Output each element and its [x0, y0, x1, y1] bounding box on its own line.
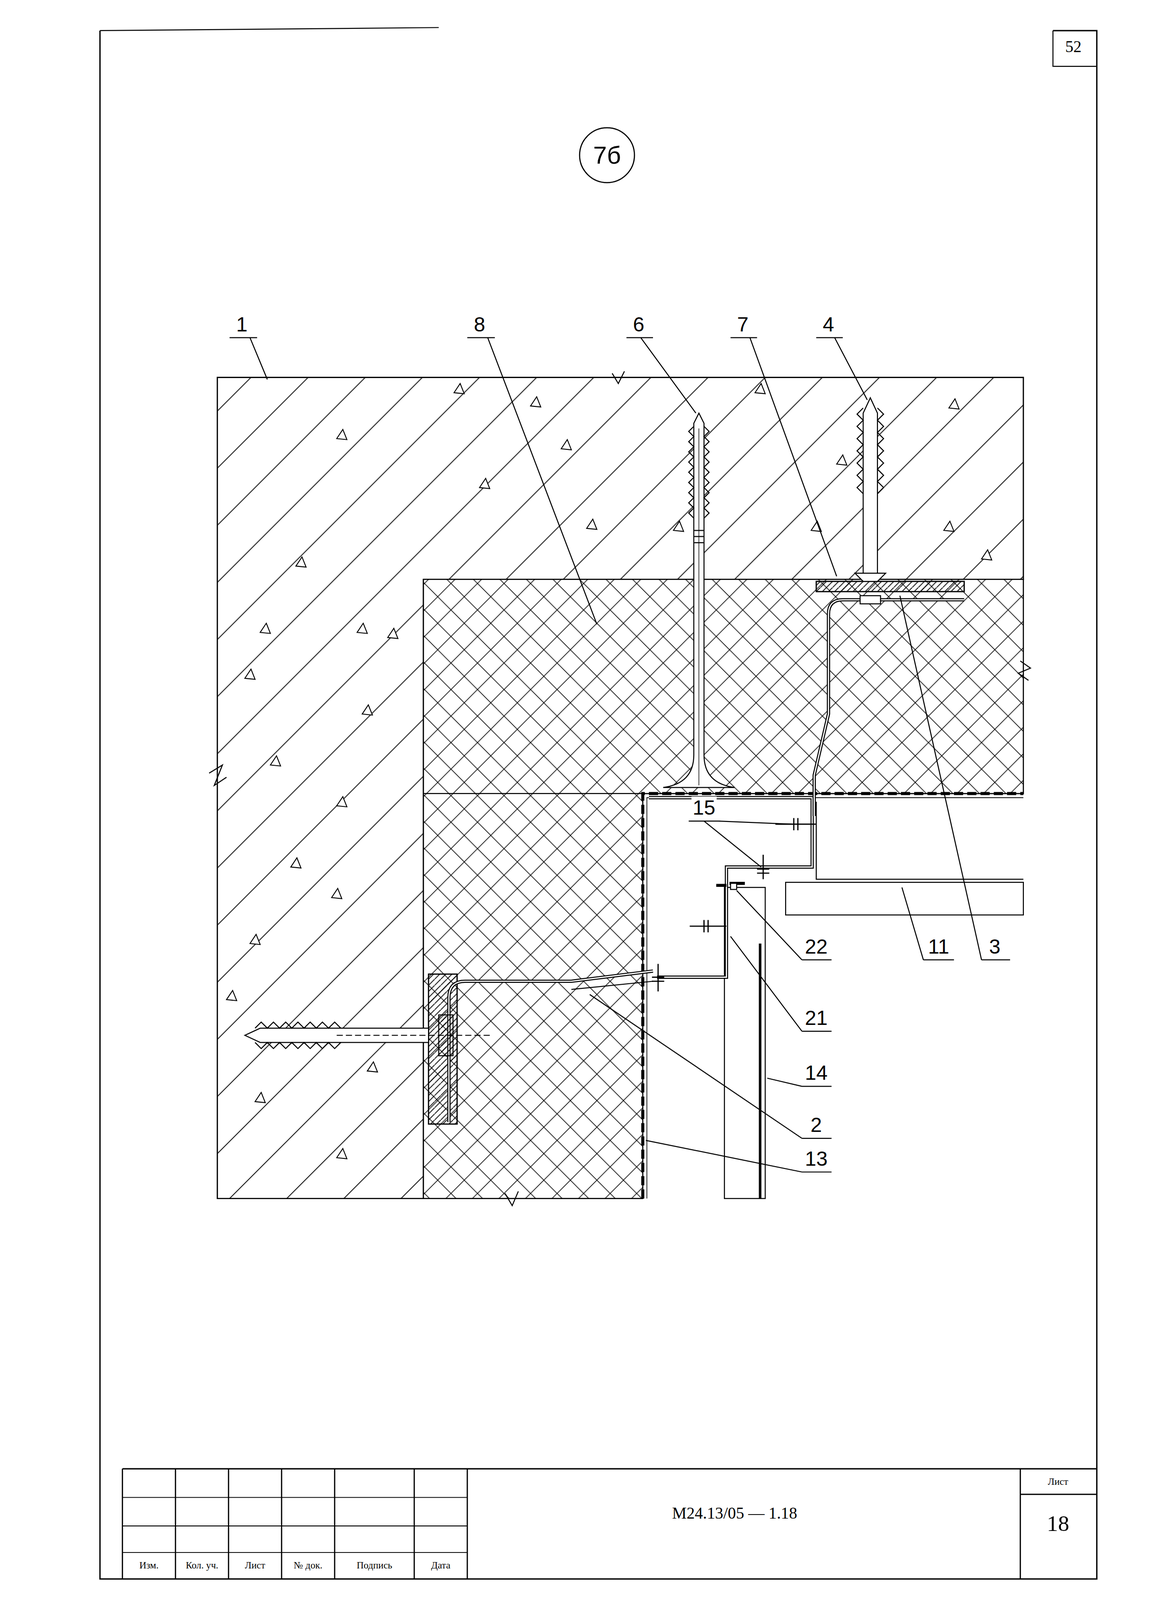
- leader-line: [229, 337, 1011, 1173]
- label-text: Изм.: [139, 1560, 159, 1572]
- anchor-dowel: [855, 397, 886, 582]
- label-text: 11: [928, 935, 950, 958]
- label-text: 8: [473, 313, 486, 336]
- anchor-dowel: [244, 1015, 490, 1056]
- break-mark: [612, 371, 625, 384]
- insulation: [423, 579, 1024, 1199]
- callout-number: 4: [821, 313, 836, 336]
- stamp-cell: Подпись: [355, 1560, 394, 1572]
- document-code: М24.13/05 — 1.18: [670, 1505, 799, 1524]
- label-text: 52: [1065, 37, 1082, 56]
- label-text: Лист: [245, 1560, 266, 1572]
- stamp-cell: Дата: [429, 1560, 452, 1572]
- insulation-dowel: [663, 413, 735, 788]
- wind-membrane: [642, 793, 1024, 1199]
- label-text: Подпись: [356, 1560, 393, 1572]
- label-text: 18: [1046, 1511, 1070, 1537]
- stamp-cell: № док.: [292, 1560, 324, 1572]
- stamp-cell: Изм.: [138, 1560, 161, 1572]
- label-text: № док.: [294, 1560, 323, 1572]
- label-text: Кол. уч.: [185, 1560, 219, 1572]
- callout-number: 21: [803, 1006, 830, 1030]
- detail-marker-text: 7б: [593, 141, 621, 170]
- label-text: 3: [989, 935, 1001, 958]
- label-text: 22: [804, 935, 828, 958]
- label-text: 7: [737, 313, 749, 336]
- stamp-cell: Лист: [243, 1560, 267, 1572]
- callout-number: 22: [803, 935, 830, 958]
- label-text: 14: [804, 1062, 828, 1085]
- label-text: 4: [822, 313, 835, 336]
- stamp-cell: Лист: [1046, 1477, 1070, 1488]
- callout-number: 1: [234, 313, 249, 336]
- label-text: 6: [632, 313, 645, 336]
- window-block: [724, 802, 1024, 1199]
- bracket: [428, 971, 653, 1125]
- screw: [652, 818, 817, 992]
- break-mark: [208, 765, 227, 786]
- stamp-cell: Кол. уч.: [184, 1560, 220, 1572]
- callout-number: 3: [987, 935, 1002, 958]
- title-block: [122, 1469, 1098, 1580]
- sheet-frame: [100, 27, 1098, 1580]
- callout-number: 6: [631, 313, 646, 336]
- callout-number: 8: [472, 313, 487, 336]
- callout-number: 13: [803, 1147, 830, 1171]
- label-text: Дата: [431, 1560, 451, 1572]
- label-text: Лист: [1048, 1476, 1069, 1488]
- callout-number: 2: [809, 1114, 824, 1137]
- concrete-wall: [217, 377, 1024, 1199]
- label-text: 15: [692, 797, 716, 820]
- page-number: 52: [1063, 37, 1083, 56]
- label-text: М24.13/05 — 1.18: [672, 1504, 798, 1524]
- callout-number: 11: [926, 935, 951, 958]
- label-text: 2: [810, 1114, 823, 1137]
- insulation-joint: [423, 793, 643, 795]
- callout-number: 7: [735, 313, 750, 336]
- label-text: 21: [804, 1006, 828, 1030]
- break-mark: [504, 1191, 519, 1206]
- label-text: 13: [804, 1147, 828, 1171]
- sheet-number: 18: [1045, 1511, 1071, 1537]
- callout-number: 14: [803, 1062, 830, 1085]
- break-mark: [1018, 661, 1031, 681]
- label-text: 1: [235, 313, 248, 336]
- callout-number: 15: [691, 797, 718, 820]
- detail-marker-circle: 7б: [578, 126, 636, 184]
